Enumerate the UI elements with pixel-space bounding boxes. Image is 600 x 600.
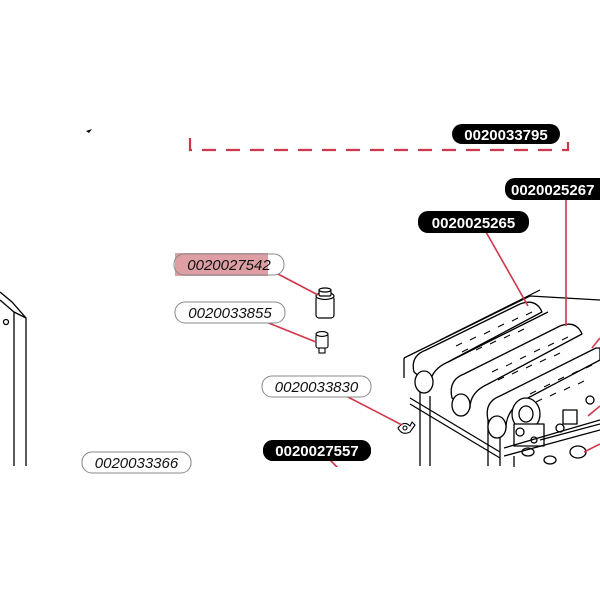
leader-33855 [265,321,317,343]
blank-area [0,467,600,600]
leader-27557 [329,459,339,469]
part-label-33366-top: 0020033366 [81,451,192,474]
part-number-33795: 0020033795 [464,127,547,144]
dashed-group-outline [188,138,570,152]
part-number-27557-repeat: 0020027557 [275,443,358,460]
leader-right-3 [583,443,600,453]
leader-lines [265,198,600,469]
search-highlight [175,253,268,276]
part-label-27557-top: 0020027557 [263,440,371,461]
cabinet-left [0,291,27,466]
small-sensor-component [315,331,329,354]
part-label-27542[interactable]: 0020027542 [173,253,285,276]
sensor-component [315,287,335,319]
leader-27542 [277,273,319,296]
part-label-33795[interactable]: 0020033795 [452,124,560,144]
leader-33830 [345,395,403,426]
part-number-33366-repeat: 0020033366 [95,455,179,472]
heat-exchanger-fins [455,311,593,403]
part-number-25267: 0020025267 [511,182,594,199]
corner-mark [86,129,92,133]
leader-25265 [485,231,529,307]
part-number-33855: 0020033855 [188,305,272,322]
part-label-25265[interactable]: 0020025265 [418,211,529,233]
part-label-33855[interactable]: 0020033855 [174,301,286,324]
clip-component [397,421,416,434]
leader-right-1 [591,337,600,349]
heat-exchanger-assembly [403,289,600,470]
part-label-33830[interactable]: 0020033830 [261,375,372,398]
leader-right-2 [587,405,600,417]
part-number-25265: 0020025265 [432,215,515,232]
part-number-33830: 0020033830 [275,379,359,396]
part-label-25267[interactable]: 0020025267 [505,178,600,200]
part-number-27542: 0020027542 [187,257,271,274]
